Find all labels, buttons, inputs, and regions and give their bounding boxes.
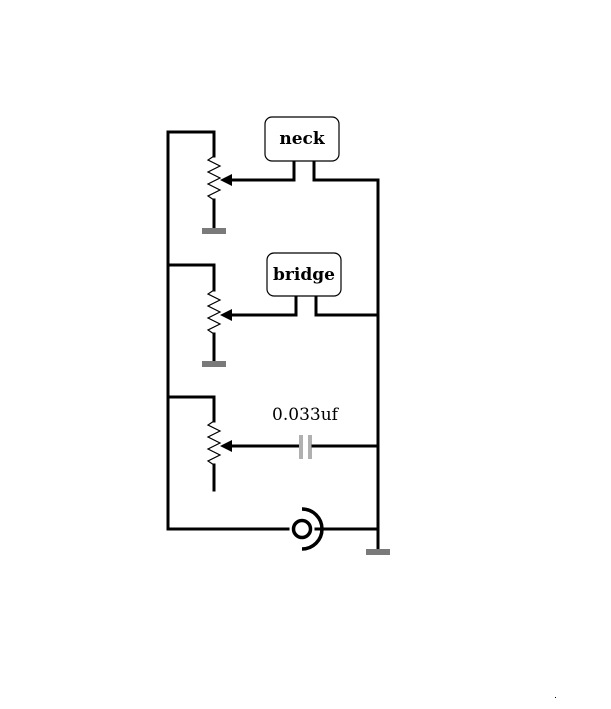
neck-pickup-label: neck [279, 129, 326, 149]
pot2-top-wire [166, 263, 216, 292]
ground-icon [202, 361, 226, 367]
output-jack [291, 507, 324, 551]
bridge-pickup: bridge [266, 252, 380, 317]
potentiometer-3 [206, 420, 300, 492]
potentiometer-2 [202, 289, 298, 367]
arrow-icon [220, 309, 232, 321]
potentiometer-icon [206, 155, 222, 201]
neck-pickup-box [264, 116, 340, 162]
ground-icon [202, 228, 226, 234]
potentiometer-1 [202, 155, 296, 234]
arrow-icon [220, 440, 232, 452]
pot1-top-wire [166, 130, 216, 158]
bridge-ground-wire [314, 295, 380, 317]
neck-ground-wire [312, 160, 380, 182]
jack-sleeve [301, 507, 324, 551]
corner-dot [555, 697, 556, 698]
ground-icon [366, 549, 390, 555]
left-rail-wire [166, 130, 290, 531]
potentiometer-icon [206, 420, 222, 466]
pot1-wiper-wire [230, 160, 296, 182]
capacitor-label: 0.033uf [272, 405, 340, 425]
capacitor-icon [299, 435, 303, 459]
bridge-pickup-label: bridge [273, 265, 335, 285]
pot2-wiper-wire [230, 295, 298, 317]
bridge-pickup-box [266, 252, 342, 297]
output-jack-icon [291, 518, 313, 540]
capacitor: 0.033uf [272, 405, 380, 459]
arrow-icon [220, 174, 232, 186]
pot3-top-wire [166, 395, 216, 423]
potentiometer-icon [206, 289, 222, 335]
neck-pickup: neck [264, 116, 380, 182]
